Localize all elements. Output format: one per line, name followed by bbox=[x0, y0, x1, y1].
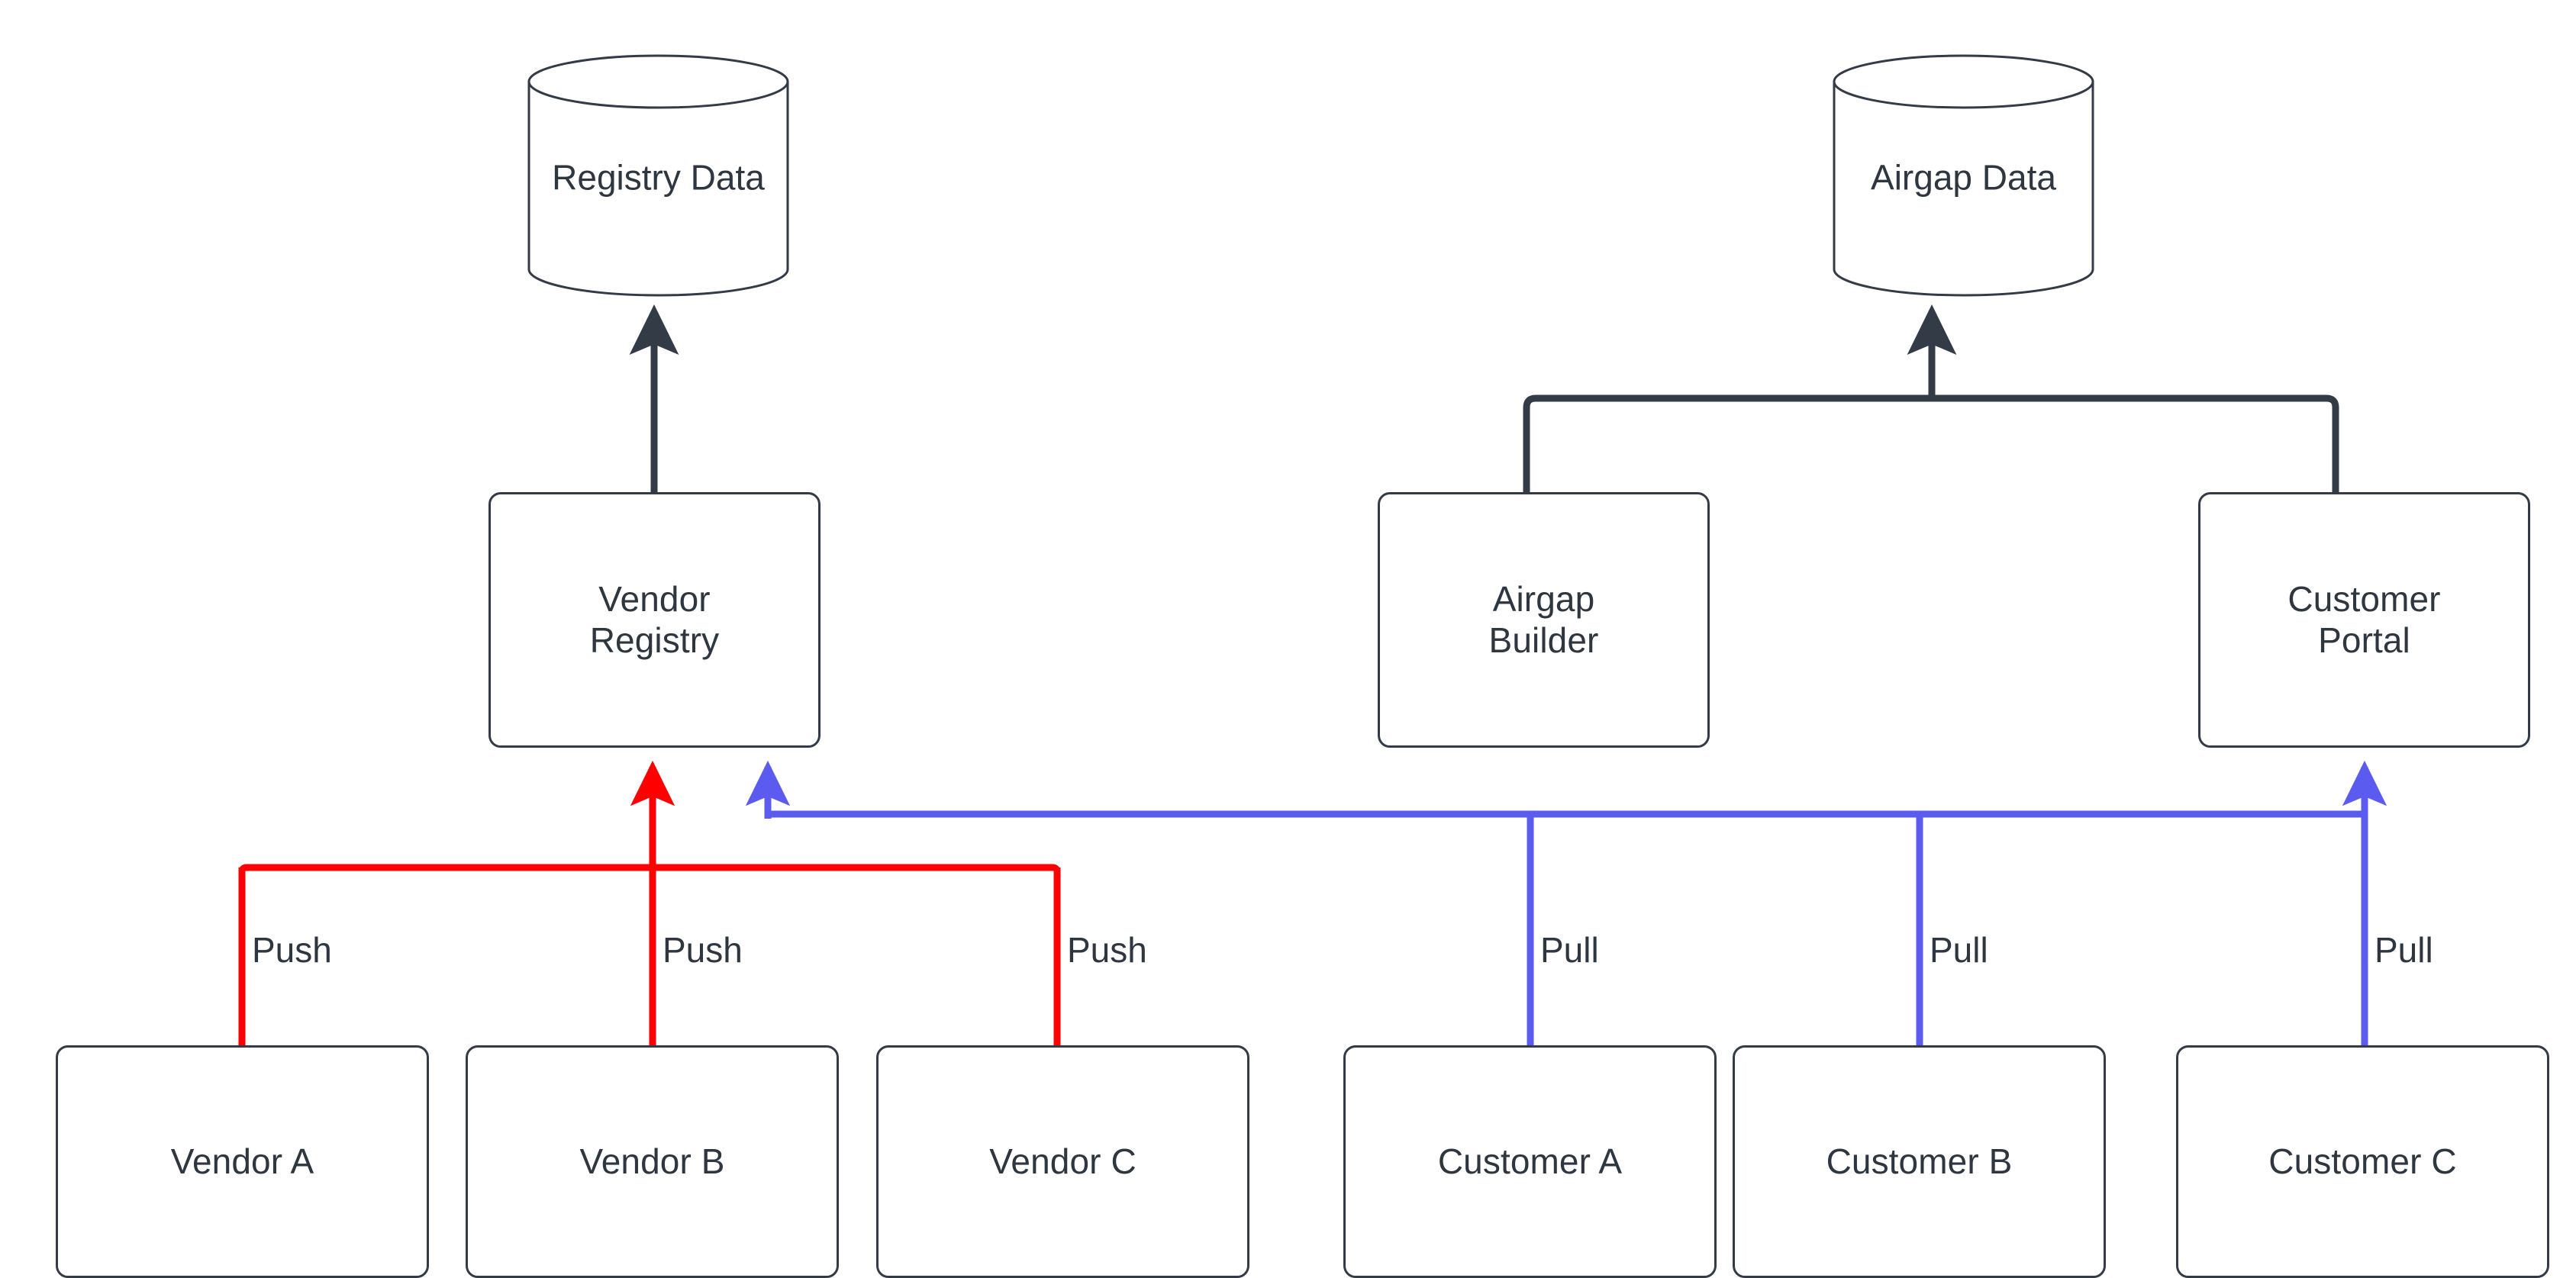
datastore-airgap-data[interactable]: Airgap Data bbox=[1832, 53, 2095, 298]
edge-label-customer-c-pull: Pull bbox=[2374, 930, 2433, 970]
node-label-line1: Vendor bbox=[598, 579, 711, 620]
node-vendor-b[interactable]: Vendor B bbox=[466, 1045, 839, 1278]
node-customer-a-label: Customer A bbox=[1437, 1141, 1623, 1181]
node-label-line2: Builder bbox=[1488, 620, 1599, 660]
cylinder-shape bbox=[1833, 54, 2094, 297]
node-vendor-a[interactable]: Vendor A bbox=[56, 1045, 429, 1278]
node-label-line1: Airgap bbox=[1492, 579, 1595, 620]
node-customer-b-label: Customer B bbox=[1826, 1141, 2013, 1181]
node-label-line2: Registry bbox=[589, 620, 720, 660]
node-airgap-builder[interactable]: Airgap Builder bbox=[1378, 492, 1710, 748]
node-vendor-b-label: Vendor B bbox=[579, 1141, 725, 1181]
edge-customers-pull-bus bbox=[745, 760, 2387, 1045]
datastore-registry-data[interactable]: Registry Data bbox=[527, 53, 790, 298]
node-customer-a[interactable]: Customer A bbox=[1343, 1045, 1717, 1278]
node-vendor-registry-label: Vendor Registry bbox=[590, 579, 720, 661]
node-label-line1: Customer bbox=[2287, 579, 2441, 620]
edge-vendors-push-bus bbox=[238, 760, 1061, 1045]
edge-label-vendor-a-push: Push bbox=[252, 930, 332, 970]
edge-airgap-bus-to-airgap-data bbox=[1523, 304, 2339, 492]
node-vendor-registry[interactable]: Vendor Registry bbox=[488, 492, 821, 748]
node-airgap-builder-label: Airgap Builder bbox=[1489, 579, 1599, 661]
node-customer-b[interactable]: Customer B bbox=[1733, 1045, 2106, 1278]
edge-label-vendor-c-push: Push bbox=[1067, 930, 1147, 970]
edge-label-vendor-b-push: Push bbox=[663, 930, 743, 970]
node-customer-c-label: Customer C bbox=[2268, 1141, 2457, 1181]
edge-label-customer-b-pull: Pull bbox=[1930, 930, 1988, 970]
edge-label-customer-a-pull: Pull bbox=[1540, 930, 1599, 970]
node-vendor-c-label: Vendor C bbox=[989, 1141, 1136, 1181]
cylinder-shape bbox=[527, 54, 789, 297]
node-customer-c[interactable]: Customer C bbox=[2176, 1045, 2549, 1278]
node-customer-portal[interactable]: Customer Portal bbox=[2198, 492, 2530, 748]
node-label-line2: Portal bbox=[2318, 620, 2410, 660]
node-customer-portal-label: Customer Portal bbox=[2287, 579, 2440, 661]
node-vendor-a-label: Vendor A bbox=[170, 1141, 314, 1181]
node-vendor-c[interactable]: Vendor C bbox=[876, 1045, 1249, 1278]
